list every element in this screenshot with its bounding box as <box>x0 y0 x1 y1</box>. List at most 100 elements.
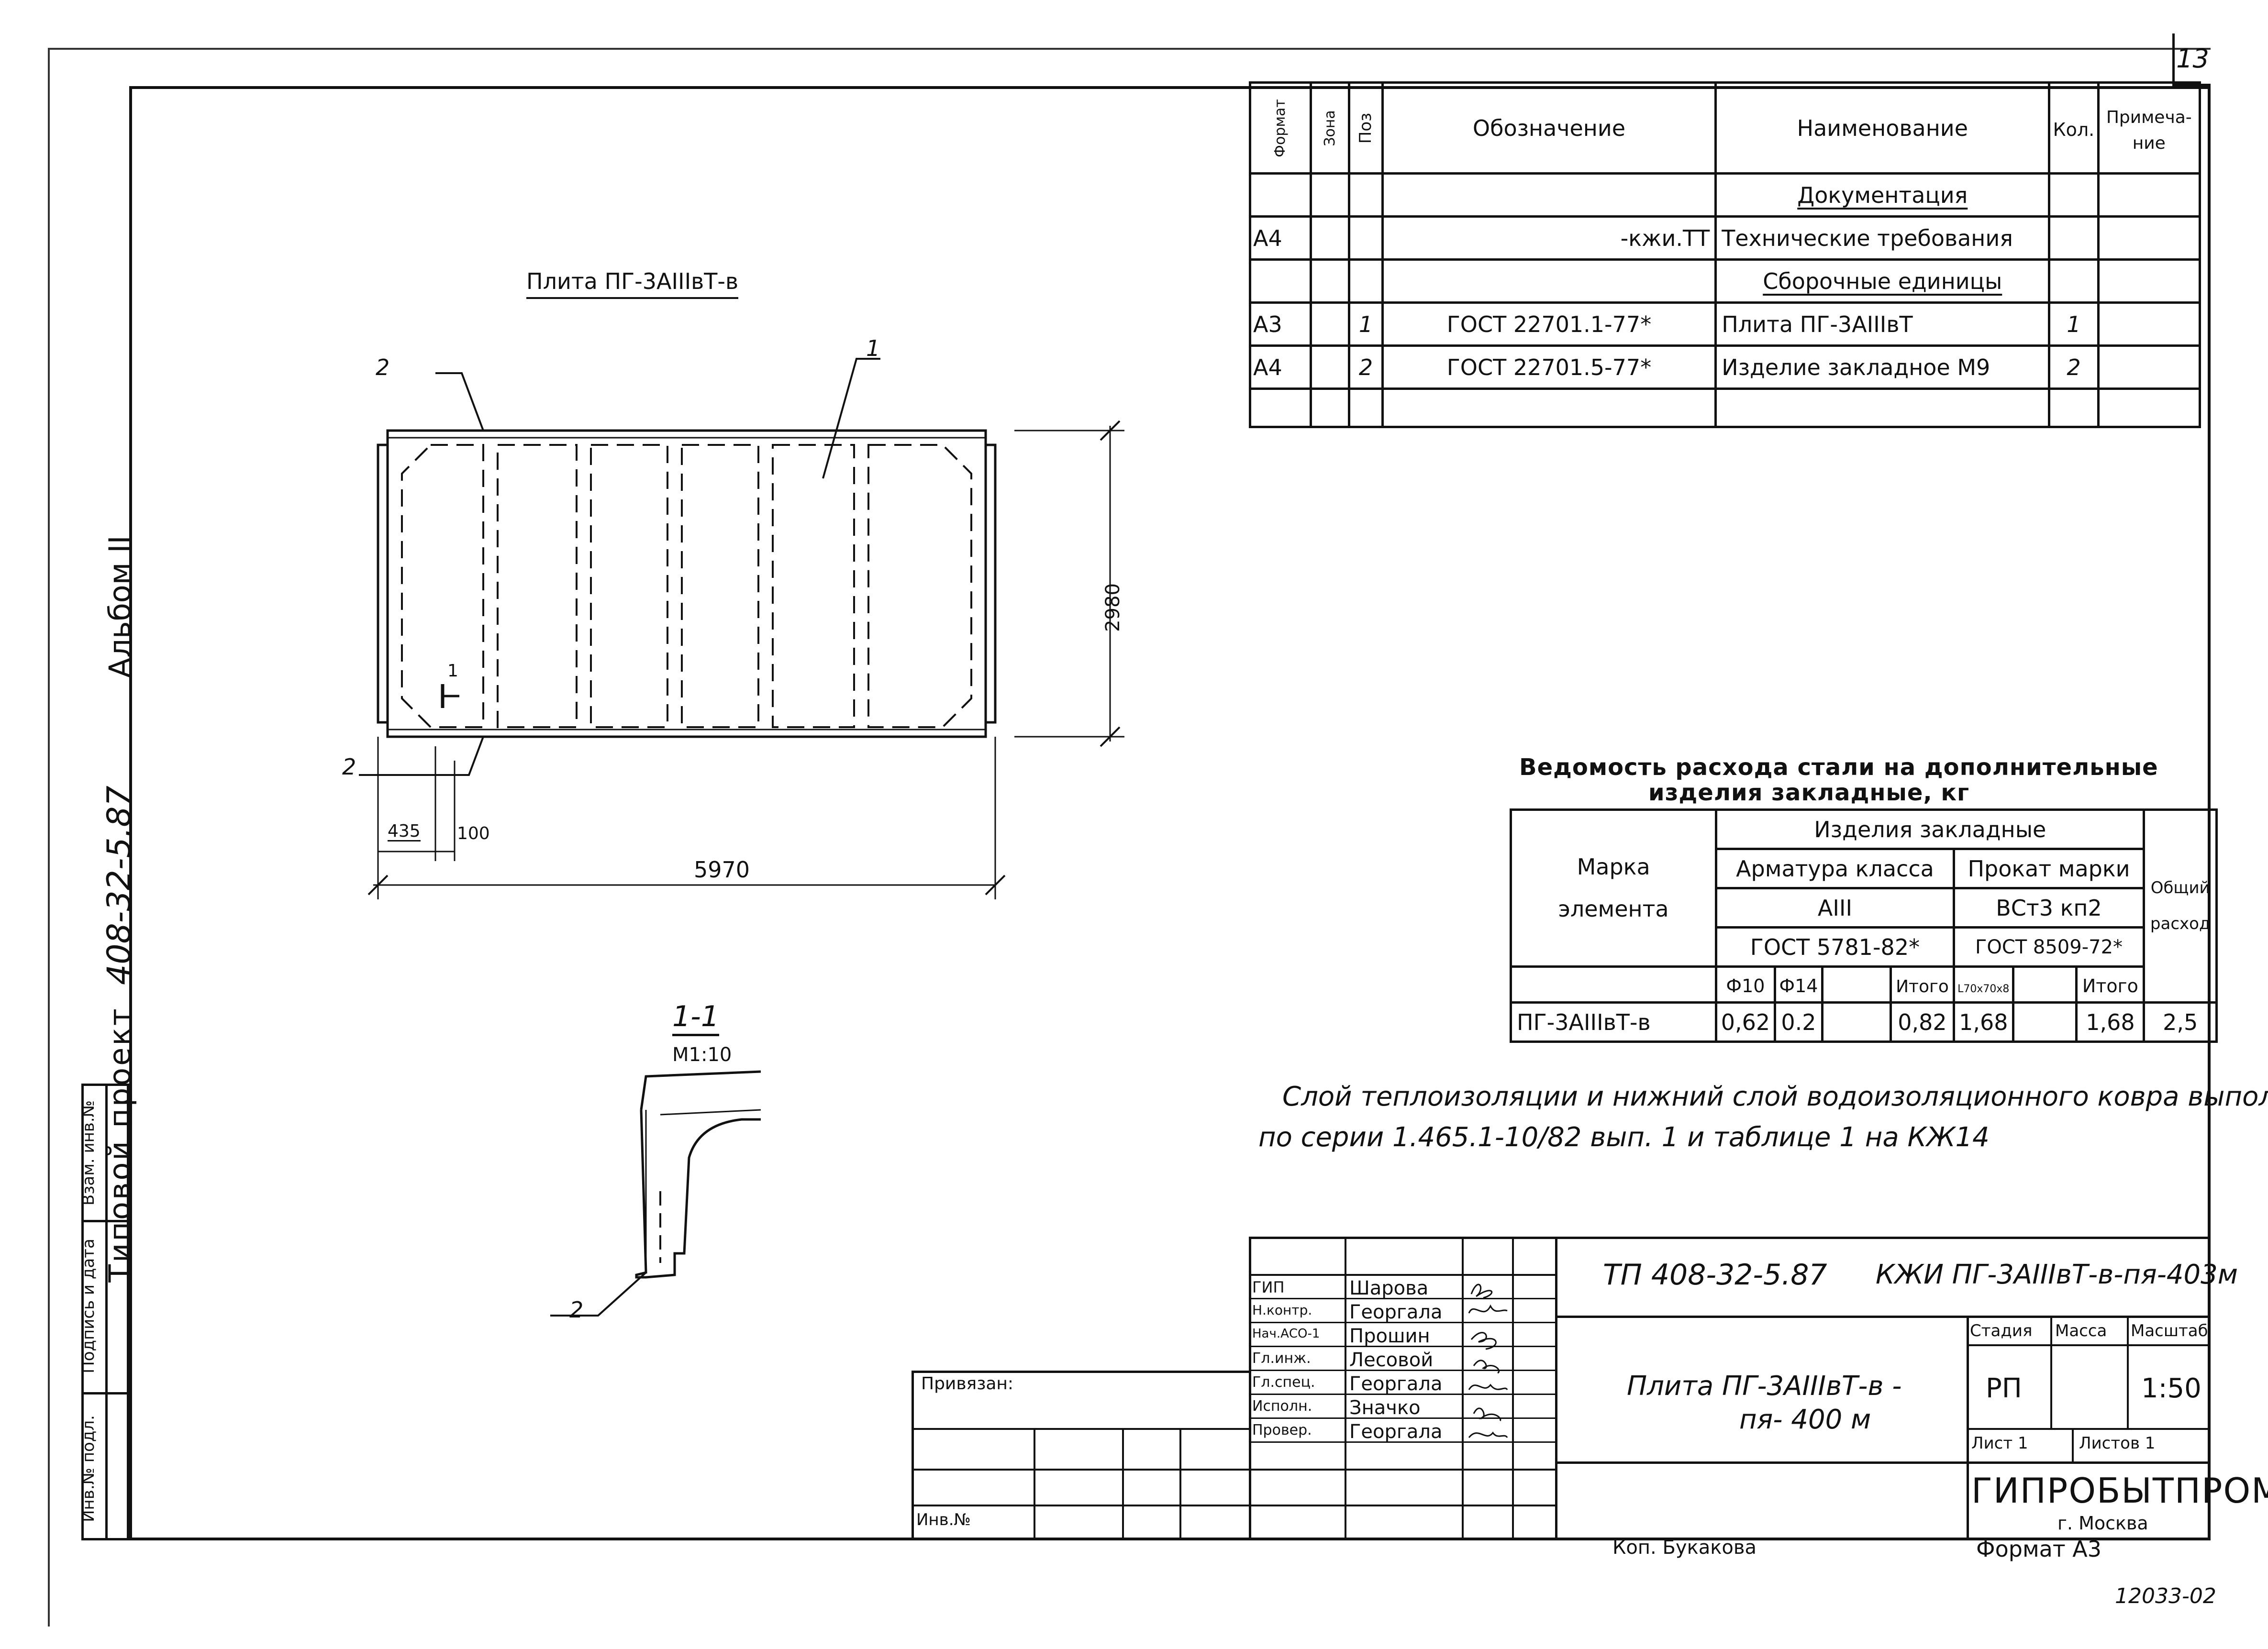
role-prover: Провер. <box>1252 1422 1312 1439</box>
dim-435-label: 435 <box>388 821 421 841</box>
spec-cell-format <box>1249 258 1312 304</box>
spec-header-note: Примеча- ние <box>2106 107 2192 153</box>
steel-rolled-gost: ГОСТ 8509-72* <box>1975 936 2123 958</box>
name-nach: Прошин <box>1349 1325 1430 1347</box>
spec-header-qty: Кол. <box>2053 119 2095 140</box>
tb-org: ГИПРОБЫТПРОМ <box>1971 1471 2268 1511</box>
name-nkontr: Георгала <box>1349 1301 1443 1323</box>
spec-row: А4 -кжи.ТТ Технические требования <box>1249 215 2201 261</box>
spec-cell-qty: 2 <box>2048 344 2100 390</box>
steel-rolled-grade: ВСт3 кп2 <box>1996 895 2102 921</box>
sheet-number-box: 13 <box>2172 33 2211 86</box>
section-mark-label: 1 <box>447 661 458 681</box>
tb-scale-label: Масштаб <box>2131 1321 2208 1340</box>
spec-cell-name: Изделие закладное М9 <box>1714 344 2051 390</box>
signatures <box>1468 1284 1508 1438</box>
slab-outline <box>386 429 987 738</box>
steel-row-mark: ПГ-3АIIIвТ-в <box>1517 1009 1651 1035</box>
leader-2-label-bottom: 2 <box>342 754 356 780</box>
section-leader-label: 2 <box>569 1297 584 1323</box>
tb-stage-label: Стадия <box>1970 1321 2033 1340</box>
spec-cell-designation <box>1381 172 1717 218</box>
section-leader <box>550 1272 647 1317</box>
drawing-title: Плита ПГ-3АIIIвТ-в <box>526 270 739 299</box>
steel-row-phi14: 0.2 <box>1781 1009 1816 1035</box>
steel-rebar-gost: ГОСТ 5781-82* <box>1750 934 1920 960</box>
tb-sheets: Листов 1 <box>2079 1434 2156 1453</box>
role-nach: Нач.АСО-1 <box>1252 1327 1320 1341</box>
spec-cell-qty <box>2048 172 2100 218</box>
sheet-number: 13 <box>2176 43 2209 74</box>
spec-table: Формат Зона Поз Обозначение Наименование… <box>1249 81 2201 428</box>
spec-cell-format: А3 <box>1249 301 1312 347</box>
repl-inv-label: Взам. инв.№ <box>79 1100 98 1206</box>
title-block: Привязан: Инв.№ ГИП Шарова Н.контр. Геор… <box>912 1237 2268 1540</box>
left-stamp-strip: Взам. инв.№ Подпись и дата Инв.№ подл. <box>79 1084 129 1540</box>
copier-label: Коп. Букакова <box>1612 1537 1757 1559</box>
tb-scale: 1:50 <box>2141 1373 2201 1404</box>
steel-rolled-mark: Прокат марки <box>1968 855 2130 882</box>
tb-sheet: Лист 1 <box>1971 1434 2028 1453</box>
format-label: Формат А3 <box>1976 1536 2101 1562</box>
role-ispoln: Исполн. <box>1252 1398 1312 1415</box>
spec-cell-name: Сборочные единицы <box>1763 268 2002 294</box>
sign-date-label: Подпись и дата <box>79 1239 98 1373</box>
spec-cell-qty: 1 <box>2048 301 2100 347</box>
section-drawing <box>550 1070 761 1317</box>
steel-total-header-2: расход <box>2150 914 2211 933</box>
inv-no-label: Инв.№ <box>916 1510 971 1529</box>
leader-1 <box>822 358 880 479</box>
dim-length-label: 5970 <box>694 857 750 883</box>
side-album: Альбом II <box>102 535 137 678</box>
spec-cell-pos: 2 <box>1348 344 1384 390</box>
spec-cell-designation: ГОСТ 22701.1-77* <box>1381 301 1717 347</box>
spec-cell-format: А4 <box>1249 215 1312 261</box>
section-scale: М1:10 <box>672 1044 732 1066</box>
spec-row: А3 1 ГОСТ 22701.1-77* Плита ПГ-3АIIIвТ 1 <box>1249 301 2201 347</box>
spec-header-zone: Зона <box>1321 110 1338 146</box>
steel-table: Марка элемента Изделия закладные Общий р… <box>1509 808 2218 1043</box>
spec-header-designation: Обозначение <box>1472 115 1626 141</box>
steel-sub-total2: Итого <box>2082 975 2138 996</box>
role-glinzh: Гл.инж. <box>1252 1350 1311 1367</box>
steel-row-angle: 1,68 <box>1959 1009 2008 1035</box>
ribs <box>401 444 972 728</box>
steel-total-header-1: Общий <box>2150 878 2210 898</box>
tied-label: Привязан: <box>921 1374 1014 1394</box>
spec-cell-pos <box>1348 215 1384 261</box>
spec-cell-designation: -кжи.ТТ <box>1381 215 1717 261</box>
steel-mark-header-2: элемента <box>1558 896 1669 922</box>
plan-drawing <box>359 358 1124 899</box>
spec-cell-designation: ГОСТ 22701.5-77* <box>1381 344 1717 390</box>
spec-row <box>1249 387 2201 428</box>
dim-100-label: 100 <box>457 824 490 843</box>
tb-object-1: Плита ПГ-3АIIIвТ-в - <box>1627 1371 1902 1402</box>
tb-city: г. Москва <box>2057 1513 2148 1534</box>
steel-row-phi10: 0,62 <box>1721 1009 1770 1035</box>
spec-cell-designation <box>1381 258 1717 304</box>
name-prover: Георгала <box>1349 1421 1443 1443</box>
top-edge <box>48 48 2211 50</box>
spec-row: Сборочные единицы <box>1249 258 2201 304</box>
steel-row: ПГ-3АIIIвТ-в 0,62 0.2 0,82 1,68 1,68 2,5 <box>1509 1001 2218 1043</box>
name-ispoln: Значко <box>1349 1397 1421 1419</box>
steel-rebar-class: Арматура класса <box>1736 855 1934 882</box>
leader-2-top <box>435 372 484 431</box>
note-line-2: по серии 1.465.1-10/82 вып. 1 и таблице … <box>1258 1122 1990 1153</box>
steel-table-title-1: Ведомость расхода стали на дополнительны… <box>1519 754 2158 781</box>
steel-sub-angle: L70х70х8 <box>1957 983 2010 995</box>
steel-sub-phi14: Ф14 <box>1779 975 1818 996</box>
steel-row-total1: 0,82 <box>1898 1009 1947 1035</box>
spec-cell-name: Документация <box>1797 182 1968 208</box>
role-gip: ГИП <box>1252 1278 1285 1296</box>
spec-cell-qty <box>2048 215 2100 261</box>
tb-object-2: пя- 400 м <box>1739 1404 1871 1435</box>
name-glinzh: Лесовой <box>1349 1349 1434 1371</box>
steel-row-grand: 2,5 <box>2163 1009 2198 1035</box>
section-title: 1-1 <box>672 1002 719 1036</box>
spec-cell-format <box>1249 172 1312 218</box>
leader-2-bottom <box>359 736 484 776</box>
spec-cell-name: Технические требования <box>1714 215 2051 261</box>
tb-mass-label: Масса <box>2055 1321 2107 1340</box>
spec-header-name: Наименование <box>1797 115 1968 141</box>
